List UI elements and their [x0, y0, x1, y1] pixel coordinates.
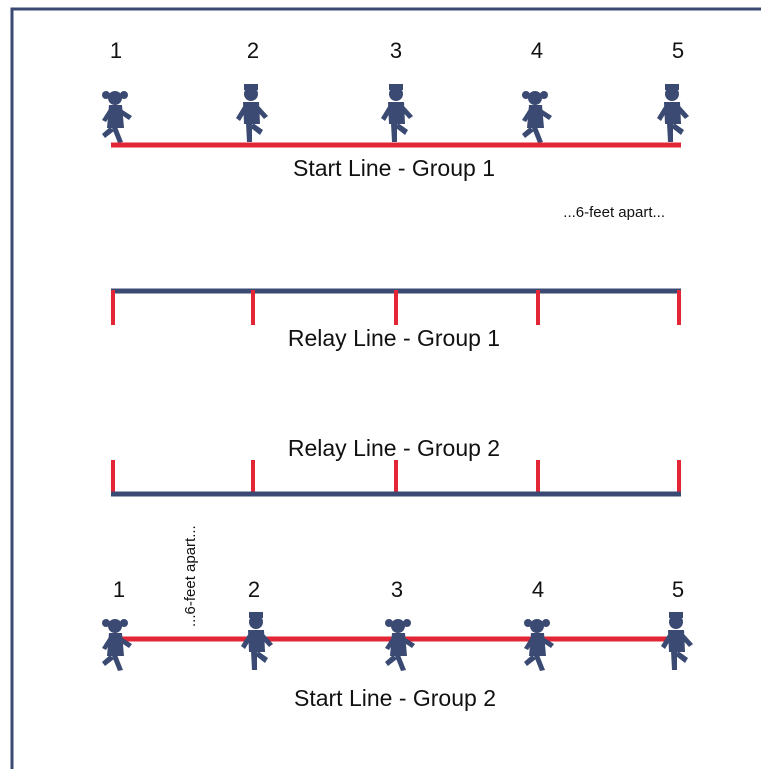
boy-runner-icon: [661, 612, 693, 670]
group1-start-label: Start Line - Group 1: [293, 155, 495, 181]
group1-number-1: 1: [110, 38, 122, 63]
group2-start-label: Start Line - Group 2: [294, 685, 496, 711]
group2-start-section: ...6-feet apart... 1 2 3 4 5 Start Line …: [102, 525, 693, 711]
group1-spacing-note: ...6-feet apart...: [563, 204, 665, 221]
group2-number-5: 5: [672, 577, 684, 602]
group2-number-4: 4: [532, 577, 544, 602]
group1-number-5: 5: [672, 38, 684, 63]
group1-number-2: 2: [247, 38, 259, 63]
boy-runner-icon: [241, 612, 273, 670]
group1-number-3: 3: [390, 38, 402, 63]
group2-number-1: 1: [113, 577, 125, 602]
girl-runner-icon: [385, 619, 415, 671]
group2-spacing-note: ...6-feet apart...: [182, 525, 199, 627]
girl-runner-icon: [522, 91, 552, 143]
group2-relay-section: Relay Line - Group 2: [111, 435, 681, 497]
boy-runner-icon: [381, 84, 413, 142]
group1-start-section: 1 2 3 4 5 Start Line - Group 1 ...6-feet…: [102, 38, 689, 221]
boy-runner-icon: [236, 84, 268, 142]
girl-runner-icon: [102, 619, 132, 671]
group2-number-3: 3: [391, 577, 403, 602]
girl-runner-icon: [524, 619, 554, 671]
boy-runner-icon: [657, 84, 689, 142]
group1-relay-label: Relay Line - Group 1: [288, 325, 500, 351]
group1-number-4: 4: [531, 38, 543, 63]
group2-relay-label: Relay Line - Group 2: [288, 435, 500, 461]
group1-relay-section: Relay Line - Group 1: [111, 288, 681, 351]
girl-runner-icon: [102, 91, 132, 143]
group2-number-2: 2: [248, 577, 260, 602]
frame-border: [10, 7, 761, 769]
